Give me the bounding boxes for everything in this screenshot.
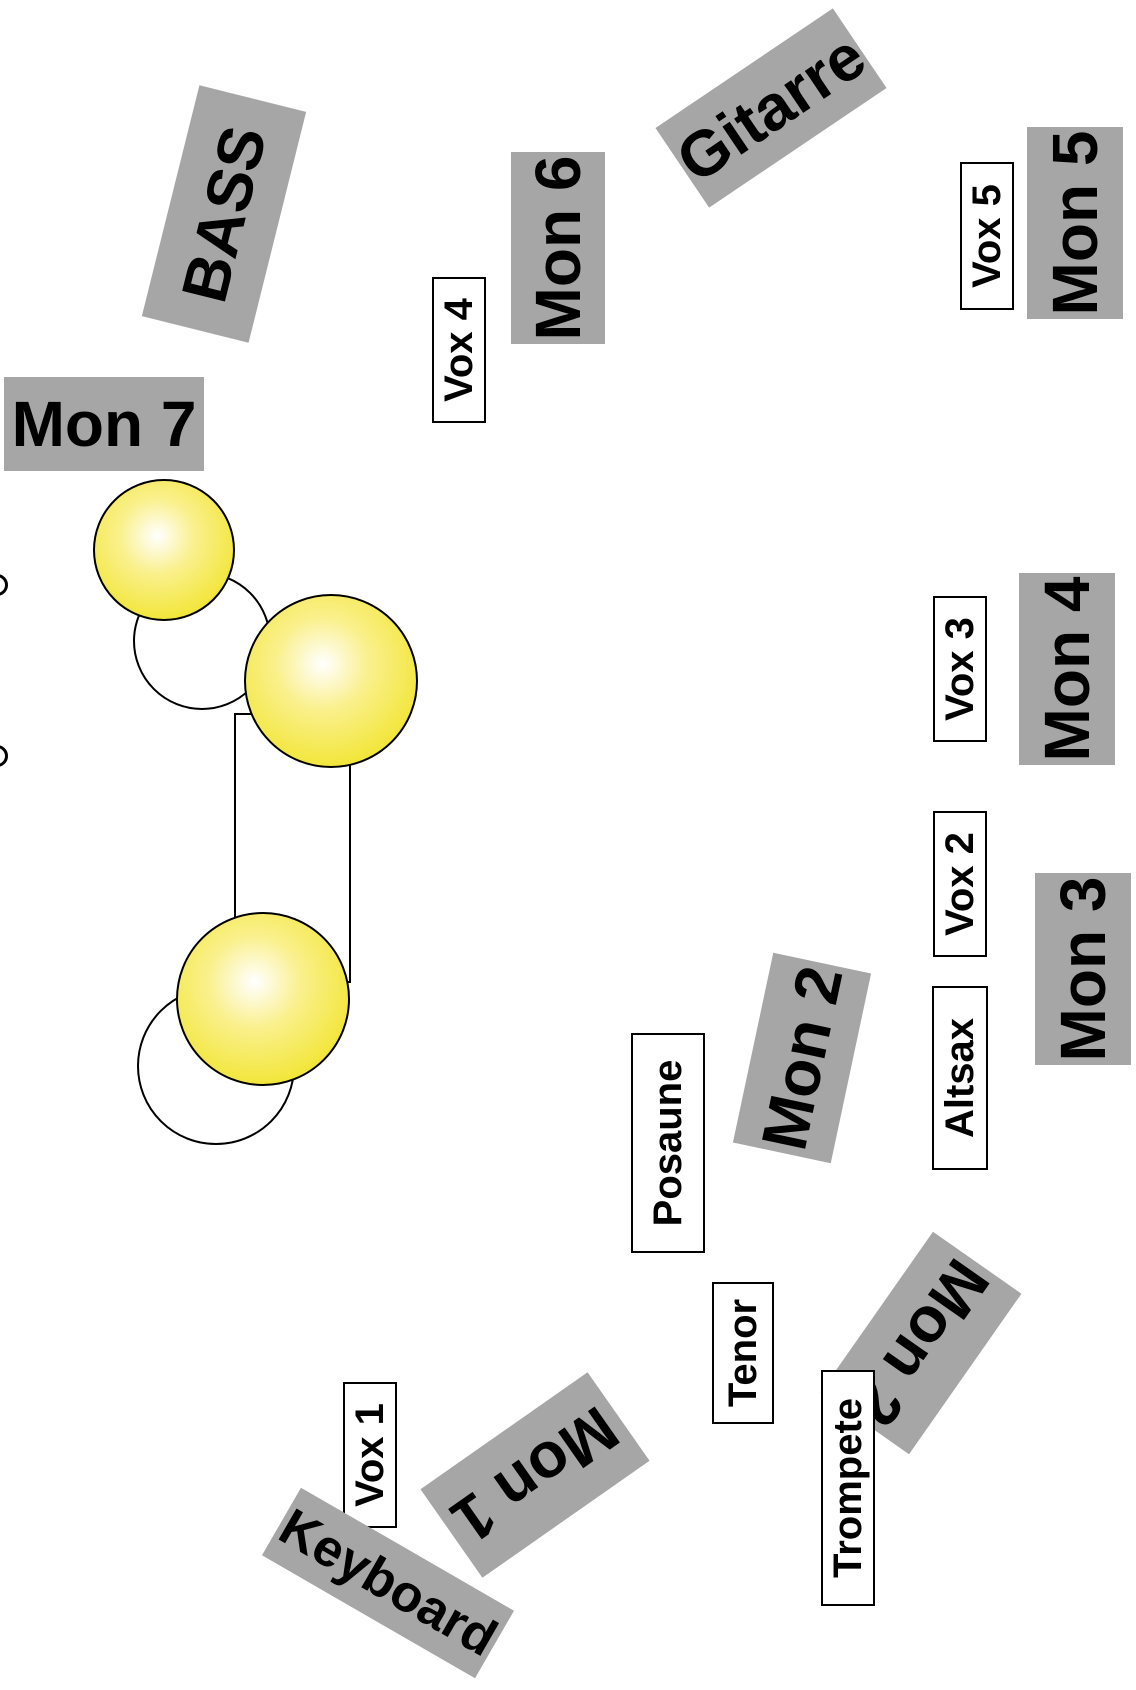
- label-altsax: Altsax: [932, 986, 988, 1170]
- label-mon-7: Mon 7: [4, 377, 204, 471]
- cymbal-lower: [176, 912, 350, 1086]
- label-tenor: Tenor: [712, 1282, 774, 1424]
- label-mon-3: Mon 3: [1035, 873, 1131, 1065]
- cymbal-middle: [244, 594, 418, 768]
- label-posaune: Posaune: [631, 1033, 705, 1253]
- label-trompete: Trompete: [821, 1370, 875, 1606]
- label-vox-4: Vox 4: [432, 277, 486, 423]
- label-vox-2: Vox 2: [933, 811, 987, 957]
- cymbal-upper: [93, 479, 235, 621]
- label-mon-5: Mon 5: [1027, 127, 1123, 319]
- label-vox-3: Vox 3: [933, 596, 987, 742]
- label-vox-5: Vox 5: [960, 162, 1014, 310]
- label-mon-4: Mon 4: [1019, 573, 1115, 765]
- label-vox-1: Vox 1: [343, 1382, 397, 1528]
- label-mon-6: Mon 6: [511, 152, 605, 344]
